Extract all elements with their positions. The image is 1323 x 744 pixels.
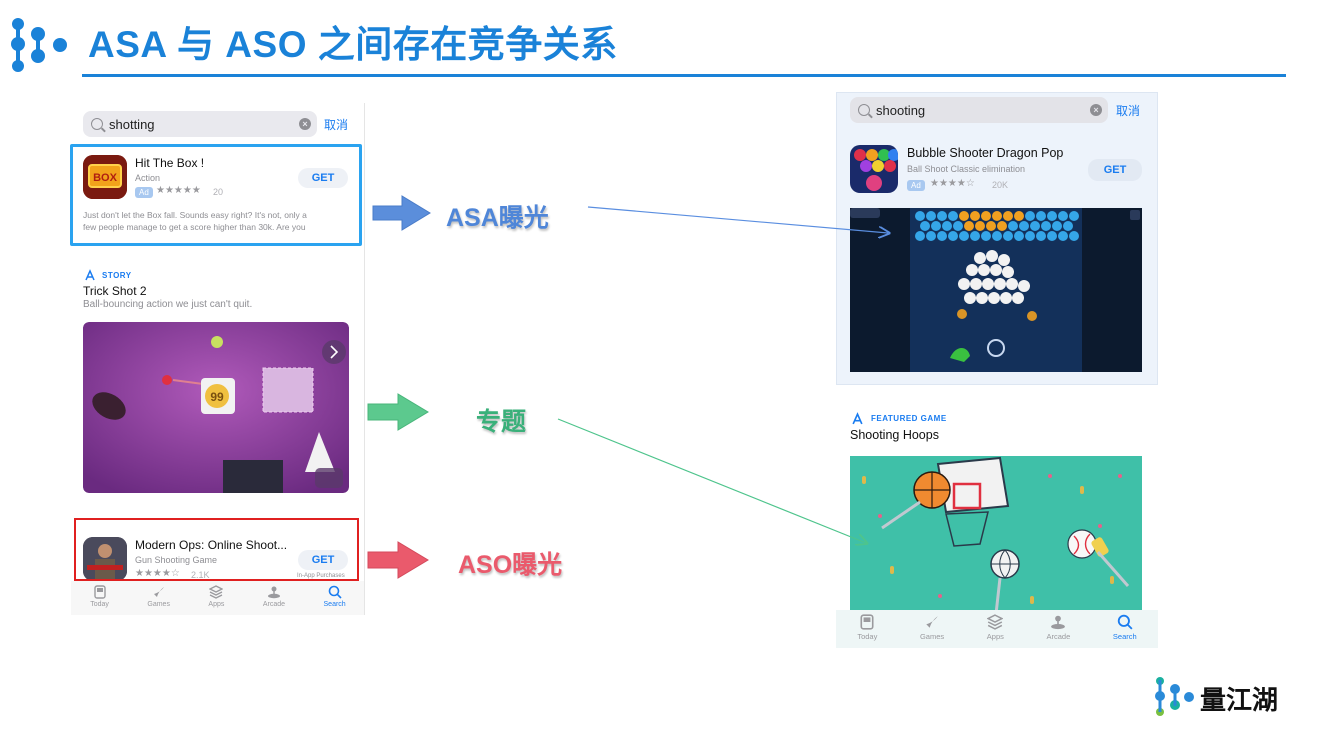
tab-today[interactable]: Today xyxy=(857,610,877,641)
tab-search[interactable]: Search xyxy=(324,581,346,608)
rocket-icon xyxy=(926,616,938,628)
svg-text:99: 99 xyxy=(210,390,224,404)
footer-brand-name: 量江湖 xyxy=(1200,685,1279,715)
layers-icon xyxy=(987,614,1004,630)
soldier-icon xyxy=(83,537,127,581)
tab-label: Apps xyxy=(986,632,1004,641)
rating-count: 20K xyxy=(992,180,1009,190)
app-category: Gun Shooting Game xyxy=(135,555,218,565)
joystick-icon xyxy=(1051,615,1066,630)
tab-label: Arcade xyxy=(1046,632,1071,641)
cancel-button[interactable]: 取消 xyxy=(324,118,349,132)
tab-label: Search xyxy=(1112,632,1137,641)
tab-bar: Today Games Apps Arcade Search xyxy=(71,581,364,615)
tab-arcade[interactable]: Arcade xyxy=(1046,610,1071,641)
story-subtitle: Ball-bouncing action we just can't quit. xyxy=(83,299,253,310)
asa-exposure-label: ASA曝光 xyxy=(446,204,549,232)
get-button[interactable]: GET xyxy=(298,550,348,570)
rating-stars: ★★★★★ xyxy=(156,185,201,196)
in-app-purchases-note: In-App Purchases xyxy=(297,573,345,579)
search-value: shotting xyxy=(109,116,155,132)
story-tag: STORY xyxy=(102,271,132,280)
rating-count: 20 xyxy=(213,187,224,197)
app-name[interactable]: Bubble Shooter Dragon Pop xyxy=(907,146,1064,160)
featured-title[interactable]: Shooting Hoops xyxy=(850,428,939,442)
search-icon xyxy=(858,104,870,116)
tab-apps[interactable]: Apps xyxy=(208,581,224,608)
search-value: shooting xyxy=(876,102,926,118)
today-icon xyxy=(860,614,874,630)
tab-label: Games xyxy=(147,601,170,608)
search-input[interactable]: shooting × xyxy=(850,97,1108,123)
asa-block-arrow xyxy=(372,195,431,231)
title-divider xyxy=(82,74,1286,77)
tab-label: Search xyxy=(323,601,346,608)
brand-logo-icon xyxy=(11,18,67,72)
tab-games[interactable]: Games xyxy=(147,581,170,608)
featured-tag: FEATURED GAME xyxy=(871,414,947,423)
tab-label: Today xyxy=(857,632,878,641)
left-phone-screenshot: shotting × 取消 BOX Hit The Box ! Action A… xyxy=(71,103,365,615)
app-name[interactable]: Hit The Box ! xyxy=(135,156,205,170)
layers-icon xyxy=(209,585,224,599)
tab-apps[interactable]: Apps xyxy=(987,610,1004,641)
joystick-icon xyxy=(267,586,280,599)
box-icon: BOX xyxy=(83,155,127,199)
today-icon xyxy=(93,585,106,599)
tab-search[interactable]: Search xyxy=(1113,610,1137,641)
app-category: Action xyxy=(135,173,161,183)
clear-icon[interactable]: × xyxy=(1090,104,1102,116)
rating-count: 2.1K xyxy=(191,570,210,580)
tab-label: Today xyxy=(90,601,109,608)
get-button[interactable]: GET xyxy=(298,168,348,188)
search-icon xyxy=(91,118,103,130)
bubbles-icon xyxy=(850,145,898,193)
ad-badge: Ad xyxy=(135,187,153,198)
topic-label: 专题 xyxy=(476,408,527,436)
rocket-icon xyxy=(153,587,164,597)
cancel-button[interactable]: 取消 xyxy=(1116,104,1141,118)
aso-block-arrow xyxy=(367,541,429,579)
app-store-icon xyxy=(85,269,95,281)
aso-organic-highlight-box xyxy=(74,518,359,581)
tab-label: Apps xyxy=(208,601,225,608)
story-artwork-image[interactable]: 99 xyxy=(83,322,349,493)
search-icon xyxy=(328,585,342,599)
tab-today[interactable]: Today xyxy=(90,581,109,608)
search-input[interactable]: shotting × xyxy=(83,111,317,137)
story-title[interactable]: Trick Shot 2 xyxy=(83,284,147,298)
app-store-icon xyxy=(852,412,863,425)
clear-icon[interactable]: × xyxy=(299,118,311,130)
svg-text:BOX: BOX xyxy=(93,172,118,184)
right-phone-screenshot: shooting × 取消 Bubble Shooter Dragon Pop … xyxy=(836,92,1158,648)
tab-bar: Today Games Apps Arcade Search xyxy=(836,610,1158,648)
slide-title: ASA 与 ASO 之间存在竞争关系 xyxy=(88,24,618,65)
ad-badge: Ad xyxy=(907,180,925,191)
get-button[interactable]: GET xyxy=(1088,159,1142,181)
app-description-line1: Just don't let the Box fall. Sounds easy… xyxy=(83,210,307,220)
tab-arcade[interactable]: Arcade xyxy=(263,581,285,608)
app-description-line2: few people manage to get a score higher … xyxy=(83,222,306,232)
rating-stars: ★★★★☆ xyxy=(135,568,180,579)
topic-connector-line xyxy=(557,418,866,543)
search-icon xyxy=(1117,614,1133,630)
topic-block-arrow xyxy=(367,393,429,431)
tab-games[interactable]: Games xyxy=(920,610,944,641)
tab-label: Arcade xyxy=(262,601,286,608)
game-screenshot-image[interactable] xyxy=(850,208,1142,372)
rating-stars: ★★★★☆ xyxy=(930,178,975,189)
tab-label: Games xyxy=(919,632,945,641)
footer-logo-icon xyxy=(1155,677,1194,716)
featured-artwork-image[interactable] xyxy=(850,456,1142,616)
app-icon-hit-the-box[interactable]: BOX xyxy=(83,155,127,199)
aso-exposure-label: ASO曝光 xyxy=(458,551,563,579)
asa-ad-highlight-box xyxy=(70,144,362,246)
app-category: Ball Shoot Classic elimination xyxy=(907,164,1026,174)
app-name[interactable]: Modern Ops: Online Shoot... xyxy=(135,538,288,552)
app-icon-bubble-shooter[interactable] xyxy=(850,145,898,193)
app-icon-modern-ops[interactable] xyxy=(83,537,127,581)
